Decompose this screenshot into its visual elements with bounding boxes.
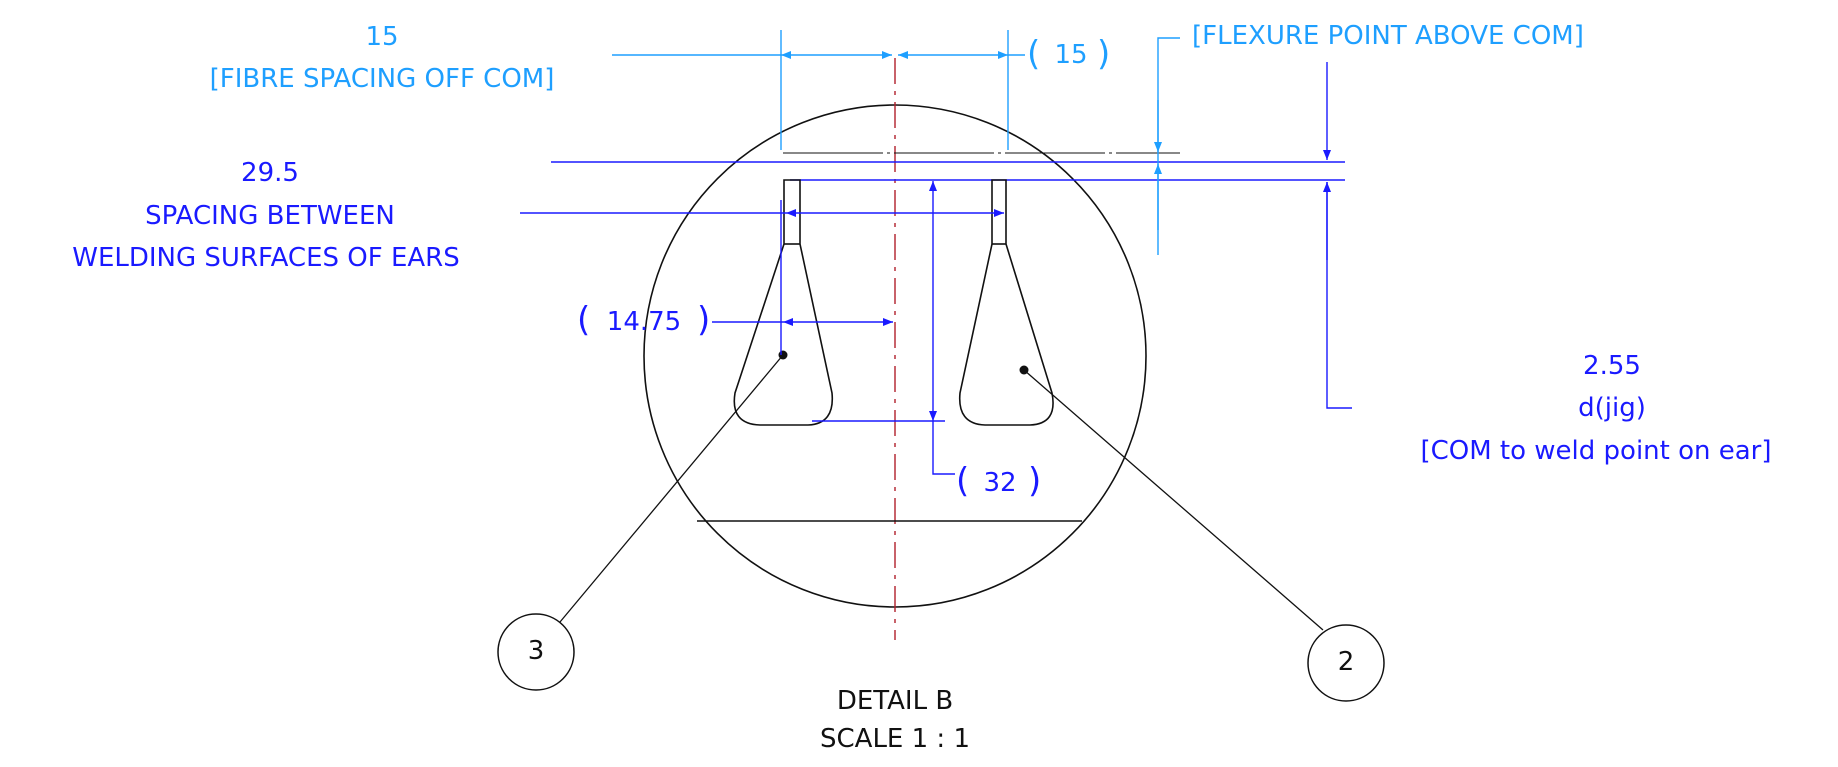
dim-ear-offset-lines [712,200,893,355]
paren-close: ) [697,300,711,340]
fibre-spacing-value: 15 [365,22,399,52]
paren-open: ( [577,300,591,340]
detail-scale: SCALE 1 : 1 [820,724,970,754]
balloon-3-number: 3 [527,636,545,666]
com-to-weld-note-line1: d(jig) [1578,393,1646,423]
com-to-weld-note-line2: [COM to weld point on ear] [1420,436,1772,466]
ear-spacing-note-line2: WELDING SURFACES OF EARS [72,243,460,273]
fibre-spacing-note: [FIBRE SPACING OFF COM] [209,64,555,94]
fibre-spacing-ref-value: 15 [1054,40,1088,70]
dim-com-to-weld-lines [1323,62,1352,409]
balloon-2-number: 2 [1337,647,1355,677]
dim-fibre-spacing-lines [612,30,1025,150]
paren-open: ( [1027,34,1041,74]
dim-vertical-ref-lines [812,181,955,475]
balloon-3-leader [559,354,784,623]
com-to-weld-value: 2.55 [1583,351,1641,381]
balloon-2 [1307,624,1385,702]
ear-spacing-value: 29.5 [241,158,299,188]
paren-close: ) [1028,461,1042,501]
detail-title: DETAIL B [836,686,954,716]
ear-left [733,179,834,426]
flexure-point-note: [FLEXURE POINT ABOVE COM] [1192,21,1584,51]
paren-open: ( [956,461,970,501]
paren-close: ) [1097,34,1111,74]
balloon-3 [497,613,575,691]
dim-flexure-lines [1154,37,1180,255]
ear-offset-ref-value: 14.75 [606,307,682,337]
vertical-ref-value: 32 [983,468,1017,498]
ear-spacing-note-line1: SPACING BETWEEN [145,201,395,231]
balloon-2-leader [1023,369,1324,631]
ear-right [958,179,1054,426]
